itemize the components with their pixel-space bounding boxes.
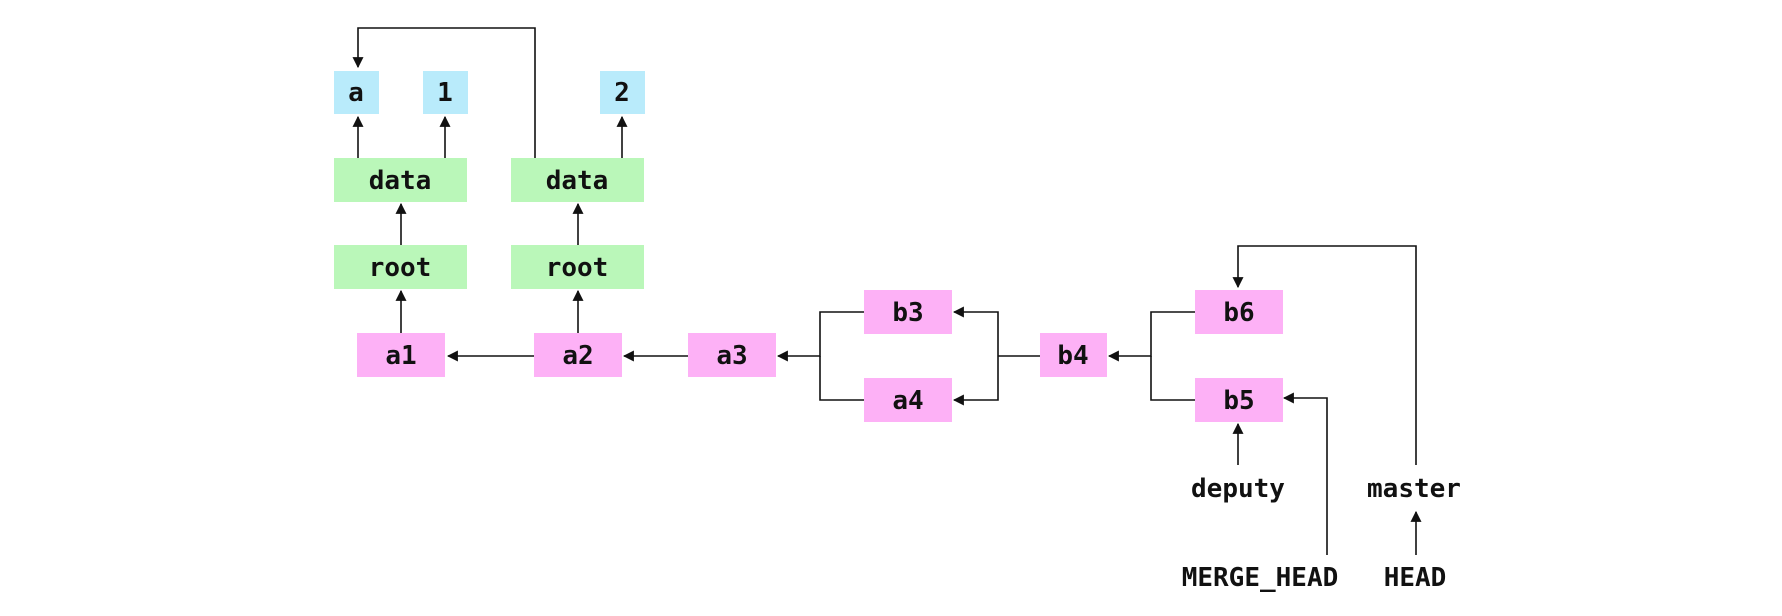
edge-b4-to-b3 [952, 306, 999, 356]
tree-root-2-box [511, 245, 644, 289]
commit-b6-box [1195, 290, 1283, 334]
ref-merge-head-label: MERGE_HEAD [1182, 563, 1339, 593]
commit-b5-label: b5 [1223, 386, 1254, 416]
tree-root-2-label: root [546, 253, 609, 283]
blob-1-box [423, 71, 468, 114]
tree-root-1-label: root [369, 253, 432, 283]
tree-data-2-box [511, 158, 644, 202]
edge-layer [352, 27, 1422, 555]
tree-data-1-box [334, 158, 467, 202]
ref-head-label: HEAD [1384, 563, 1447, 593]
tree-root-1-box [334, 245, 467, 289]
commit-a4-box [864, 378, 952, 422]
ref-master-label: master [1367, 474, 1461, 504]
commit-b6-label: b6 [1223, 298, 1254, 328]
commit-a3-box [688, 333, 776, 377]
commit-b4-box [1040, 333, 1107, 377]
commit-a1-label: a1 [385, 341, 416, 371]
edge-b4-to-a4 [952, 356, 999, 406]
commit-a3-label: a3 [716, 341, 747, 371]
blob-2-box [600, 71, 645, 114]
edge-b5-to-b4 [1150, 356, 1195, 401]
edge-master-to-b6 [1232, 245, 1417, 465]
ref-deputy-label: deputy [1191, 474, 1285, 504]
commit-a4-label: a4 [892, 386, 923, 416]
commit-a1-box [357, 333, 445, 377]
tree-data-2-label: data [546, 166, 609, 196]
commit-b5-box [1195, 378, 1283, 422]
blob-2-label: 2 [614, 78, 630, 108]
edge-merge-head-to-b5 [1282, 392, 1328, 555]
commit-a2-label: a2 [562, 341, 593, 371]
node-layer: a 1 2 data data root root a1 a2 a3 b3 a4… [334, 71, 1461, 593]
commit-b3-label: b3 [892, 298, 923, 328]
blob-a-box [334, 71, 379, 114]
edge-b3-to-a3 [776, 311, 864, 362]
edge-b6-to-b4 [1107, 311, 1195, 362]
blob-a-label: a [348, 78, 364, 108]
commit-b4-label: b4 [1057, 341, 1088, 371]
edge-data-2-to-blob-a [352, 27, 536, 158]
edge-a4-to-a3 [819, 356, 864, 401]
commit-b3-box [864, 290, 952, 334]
tree-data-1-label: data [369, 166, 432, 196]
blob-1-label: 1 [437, 78, 453, 108]
commit-a2-box [534, 333, 622, 377]
